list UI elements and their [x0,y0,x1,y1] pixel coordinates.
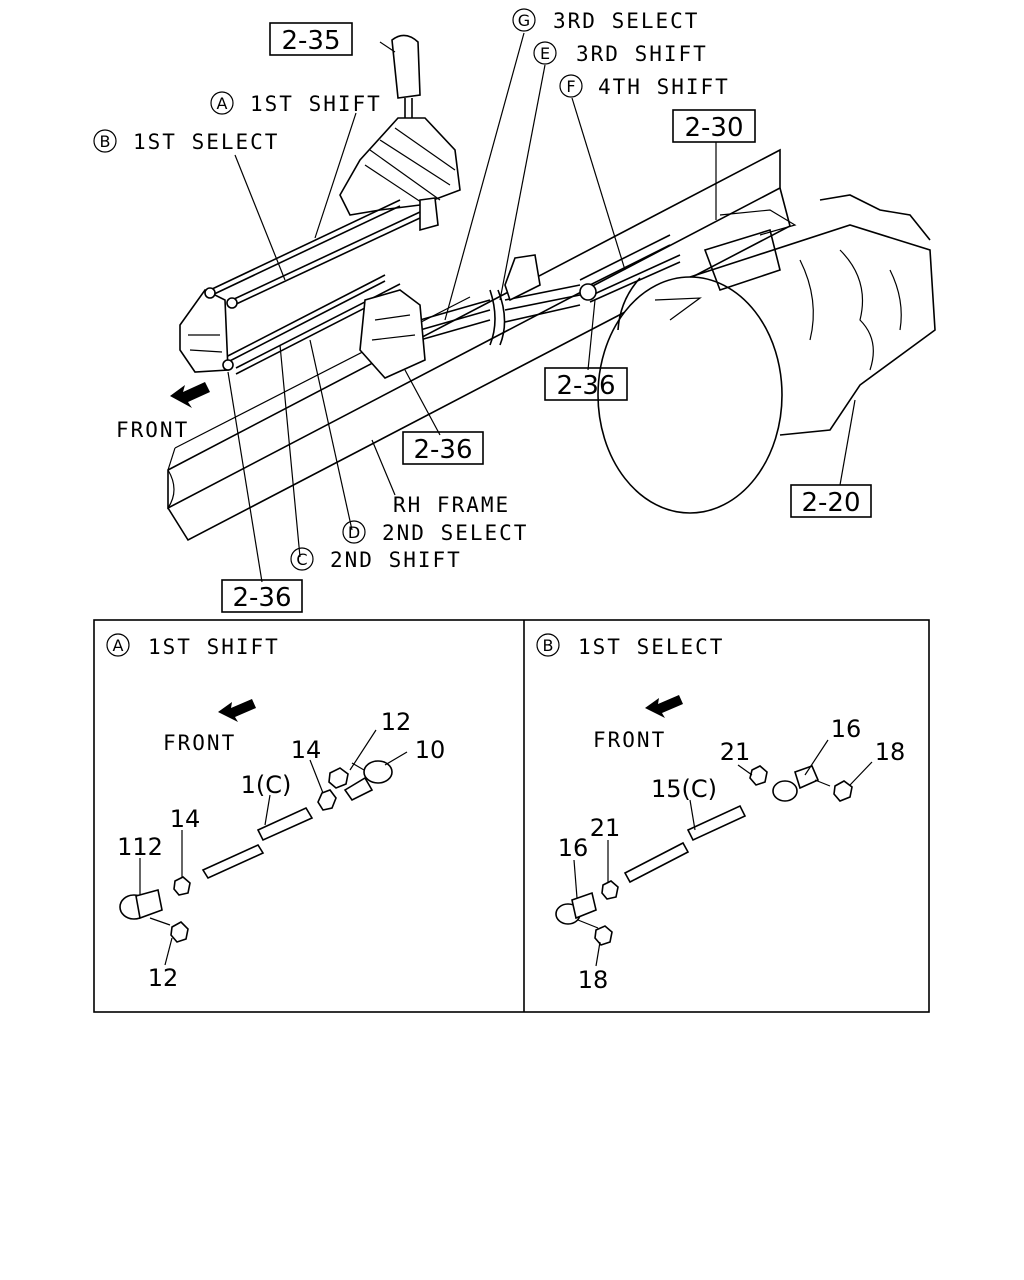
part-a-joint-left: 112 [117,833,163,861]
part-a-nut-left: 14 [170,805,201,833]
callout-b-text: 1ST SELECT [133,130,279,154]
nut-a-bottom [170,921,189,943]
shift-lever [339,34,461,232]
ref-box-cable-mid: 2-36 [402,431,484,465]
part-a-rod: 1(C) [241,771,292,799]
leader-lines-main [227,32,856,583]
detail-b-front-label: FRONT [593,728,666,752]
detail-b-letter: B [543,636,554,655]
callout-g-text: 3RD SELECT [553,9,699,33]
joint-a-left [119,889,171,926]
nut-b-mid [749,765,768,786]
callout-a-text: 1ST SHIFT [250,92,382,116]
ref-box-shift-lever: 2-35 [269,22,353,56]
rod-a-left [201,843,265,880]
rod-b-left [623,841,690,884]
callout-b-letter: B [100,132,111,151]
callout-g: G 3RD SELECT [512,8,699,33]
callout-d: D 2ND SELECT [342,520,528,545]
ref-cable-right: 2-36 [556,371,615,401]
part-a-nut-mid: 14 [291,736,322,764]
joint-b-left [555,891,599,929]
detail-a-letter: A [113,636,124,655]
ref-shift-lever: 2-35 [281,26,340,56]
ref-box-cable-right: 2-36 [544,367,628,401]
callout-c-letter: C [296,550,307,569]
rod-a-right [256,806,314,842]
callout-b: B 1ST SELECT [93,129,279,154]
nut-b-right [833,780,853,802]
nut-a-top [328,767,349,789]
callout-f-text: 4TH SHIFT [598,75,730,99]
detail-a-title: 1ST SHIFT [148,635,280,659]
ref-cable-bottom: 2-36 [232,583,291,613]
ref-transmission: 2-20 [801,488,860,518]
ref-transmission-top: 2-30 [684,113,743,143]
nut-a-mid [317,789,337,811]
callout-e-letter: E [540,44,550,63]
callout-e: E 3RD SHIFT [533,41,708,66]
part-b-nut-bottom: 18 [578,966,609,994]
nut-b-left [601,880,619,900]
transmission-housing [597,194,936,514]
part-a-joint-right: 10 [415,736,446,764]
callout-e-text: 3RD SHIFT [576,42,708,66]
callout-d-letter: D [348,523,360,542]
nut-b-bottom [594,925,613,946]
callout-c: C 2ND SHIFT [290,547,462,572]
part-b-nut-right: 18 [875,738,906,766]
callout-d-text: 2ND SELECT [382,521,528,545]
ref-box-transmission-top: 2-30 [672,109,756,143]
callout-c-text: 2ND SHIFT [330,548,462,572]
callout-f-letter: F [566,77,575,96]
detail-panel-frame [93,619,930,1013]
joint-a-right [343,760,393,802]
part-b-joint-left: 16 [558,834,589,862]
ref-box-cable-bottom: 2-36 [221,579,303,613]
part-a-nut-bottom: 12 [148,964,179,992]
front-label-main: FRONT [116,418,189,442]
part-b-joint-right: 16 [831,715,862,743]
detail-a: A 1ST SHIFT FRONT 12 14 10 [106,633,446,992]
part-a-nut-top: 12 [381,708,412,736]
front-arrow-main [170,382,210,408]
detail-b-title: 1ST SELECT [578,635,724,659]
nut-a-left [173,876,191,896]
callout-f: F 4TH SHIFT [559,74,730,99]
ref-cable-mid: 2-36 [413,435,472,465]
cable-brackets [179,254,597,379]
rh-frame-label: RH FRAME [393,493,510,517]
callout-a: A 1ST SHIFT [210,91,382,116]
detail-a-front-label: FRONT [163,731,236,755]
part-b-nut-mid: 21 [720,738,751,766]
ref-box-transmission: 2-20 [790,484,872,518]
front-arrow-a [218,699,256,722]
rod-b-right [686,804,747,842]
detail-b: B 1ST SELECT FRONT 16 18 21 15 [536,633,906,994]
front-arrow-b [645,695,683,718]
joint-b-right [772,764,831,802]
part-b-rod: 15(C) [651,775,717,803]
callout-a-letter: A [217,94,228,113]
part-b-nut-left: 21 [590,814,621,842]
callout-g-letter: G [518,11,530,30]
